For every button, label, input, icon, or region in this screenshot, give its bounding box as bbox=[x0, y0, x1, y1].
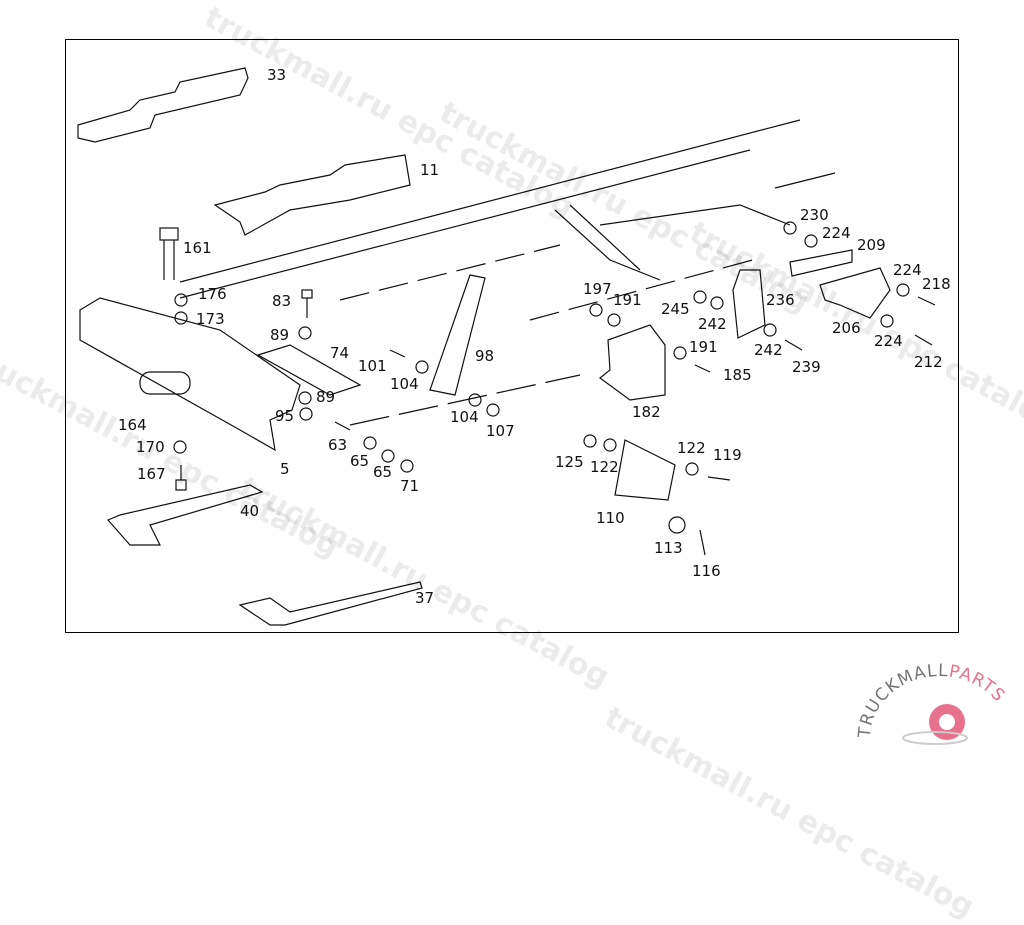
part-label: 122 bbox=[677, 439, 706, 457]
part-label: 122 bbox=[590, 458, 619, 476]
bumper-slot bbox=[139, 371, 191, 395]
part-label: 89 bbox=[270, 326, 290, 344]
part-label: 5 bbox=[280, 460, 290, 478]
part-label: 224 bbox=[893, 261, 922, 279]
part-label: 212 bbox=[914, 353, 943, 371]
frame-rail-line bbox=[349, 374, 581, 426]
part-74-plate bbox=[256, 344, 362, 396]
part-label: 113 bbox=[654, 539, 683, 557]
part-label: 125 bbox=[555, 453, 584, 471]
part-label: 185 bbox=[723, 366, 752, 384]
part-label: 176 bbox=[198, 285, 227, 303]
exploded-parts-drawing bbox=[77, 67, 936, 626]
part-label: 161 bbox=[183, 239, 212, 257]
part-label: 236 bbox=[766, 291, 795, 309]
part-236-bracket bbox=[732, 269, 766, 339]
part-label: 110 bbox=[596, 509, 625, 527]
part-label: 95 bbox=[275, 407, 295, 425]
part-110-plate bbox=[614, 439, 676, 501]
part-label: 63 bbox=[328, 436, 348, 454]
part-label: 65 bbox=[350, 452, 370, 470]
part-label: 71 bbox=[400, 477, 420, 495]
part-33-bracket bbox=[77, 67, 249, 143]
part-40-bracket bbox=[106, 484, 264, 546]
part-label: 224 bbox=[822, 224, 851, 242]
part-98-strut bbox=[429, 274, 486, 396]
part-37-bracket bbox=[238, 581, 423, 626]
part-label: 119 bbox=[713, 446, 742, 464]
part-label: 224 bbox=[874, 332, 903, 350]
frame-crossmember bbox=[774, 172, 836, 189]
part-label: 242 bbox=[754, 341, 783, 359]
frame-crossmember bbox=[554, 209, 661, 281]
part-label: 197 bbox=[583, 280, 612, 298]
part-label: 104 bbox=[450, 408, 479, 426]
part-label: 11 bbox=[420, 161, 440, 179]
part-label: 104 bbox=[390, 375, 419, 393]
frame-rail-line bbox=[179, 119, 801, 283]
part-label: 239 bbox=[792, 358, 821, 376]
part-label: 164 bbox=[118, 416, 147, 434]
part-label: 74 bbox=[330, 344, 350, 362]
part-label: 209 bbox=[857, 236, 886, 254]
part-206-bracket bbox=[819, 267, 891, 319]
part-label: 245 bbox=[661, 300, 690, 318]
part-label: 65 bbox=[373, 463, 393, 481]
frame-crossmember bbox=[599, 204, 791, 226]
part-label: 101 bbox=[358, 357, 387, 375]
frame-rail-line bbox=[339, 244, 561, 301]
part-label: 40 bbox=[240, 502, 260, 520]
diagram-frame bbox=[65, 39, 959, 633]
part-label: 107 bbox=[486, 422, 515, 440]
frame-crossmember bbox=[569, 204, 641, 271]
part-161-bolt-head bbox=[159, 227, 179, 241]
part-label: 116 bbox=[692, 562, 721, 580]
truckmallparts-logo: TRUCKMALLPARTS bbox=[855, 650, 1020, 750]
part-label: 191 bbox=[613, 291, 642, 309]
part-label: 167 bbox=[137, 465, 166, 483]
part-label: 33 bbox=[267, 66, 287, 84]
part-182-bracket bbox=[599, 324, 666, 401]
part-label: 242 bbox=[698, 315, 727, 333]
part-label: 83 bbox=[272, 292, 292, 310]
part-label: 37 bbox=[415, 589, 435, 607]
part-11-bracket bbox=[213, 154, 411, 236]
part-label: 191 bbox=[689, 338, 718, 356]
part-label: 182 bbox=[632, 403, 661, 421]
part-label: 170 bbox=[136, 438, 165, 456]
part-label: 206 bbox=[832, 319, 861, 337]
logo-text-accent: PARTS bbox=[948, 662, 1009, 707]
part-label: 89 bbox=[316, 388, 336, 406]
fasteners bbox=[173, 221, 936, 556]
frame-rail-line bbox=[179, 149, 751, 299]
part-label: 173 bbox=[196, 310, 225, 328]
part-label: 98 bbox=[475, 347, 495, 365]
part-209-strip bbox=[789, 249, 853, 277]
part-5-bumper bbox=[79, 297, 301, 452]
part-label: 218 bbox=[922, 275, 951, 293]
part-label: 230 bbox=[800, 206, 829, 224]
